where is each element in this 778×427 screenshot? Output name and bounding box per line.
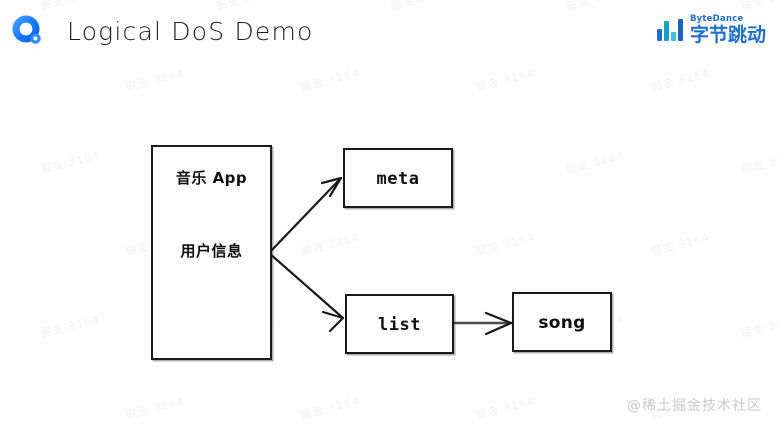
bytedance-latin-text: ByteDance	[689, 14, 744, 25]
bytedance-cjk-text: 字节跳动	[689, 23, 766, 46]
arrowhead-list-to-song	[484, 311, 513, 336]
juejin-circle-logo-icon	[11, 14, 43, 46]
bytedance-bars-icon	[657, 19, 683, 41]
node-song[interactable]: song	[512, 292, 612, 352]
community-watermark: @稀土掘金技术社区	[627, 398, 762, 414]
node-music-app-title: 音乐 App	[175, 169, 248, 187]
edge-app-to-meta	[267, 176, 343, 255]
bytedance-logo: ByteDance 字节跳动	[657, 12, 766, 48]
arrowhead-app-to-list	[321, 310, 345, 333]
node-meta[interactable]: meta	[343, 148, 453, 208]
arrowhead-app-to-meta	[320, 176, 343, 198]
node-list[interactable]: list	[345, 294, 454, 354]
slide-header: Logical DoS Demo ByteDance 字节跳动	[0, 0, 778, 60]
node-music-app-subtitle: 用户信息	[180, 242, 243, 260]
edge-app-to-list	[267, 251, 345, 320]
node-list-label: list	[378, 315, 421, 335]
page-title: Logical DoS Demo	[67, 17, 314, 46]
node-song-label: song	[538, 313, 586, 333]
node-music-app[interactable]: 音乐 App 用户信息	[151, 145, 272, 360]
bytedance-wordmark: ByteDance 字节跳动	[690, 15, 766, 45]
node-meta-label: meta	[376, 169, 420, 189]
